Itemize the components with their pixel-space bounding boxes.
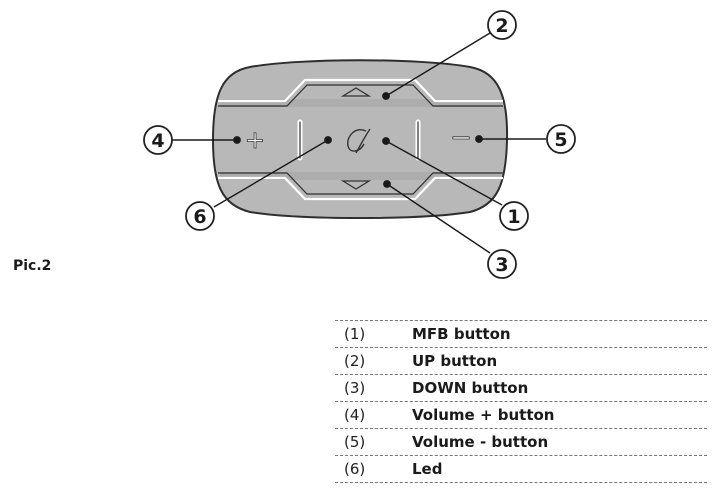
- legend-label: Volume - button: [412, 433, 549, 451]
- volume-plus-glyph: +: [245, 126, 265, 154]
- svg-text:2: 2: [495, 15, 508, 37]
- callout-5: 5: [546, 124, 576, 154]
- legend-row: (5) Volume - button: [335, 428, 707, 455]
- legend-number: (6): [344, 460, 366, 478]
- legend-label: UP button: [412, 352, 498, 370]
- legend-row: (1) MFB button: [335, 320, 707, 347]
- device-body: [211, 59, 509, 219]
- callout-3: 3: [487, 249, 517, 279]
- legend-number: (3): [344, 379, 366, 397]
- svg-text:3: 3: [495, 254, 508, 276]
- callout-1: 1: [499, 201, 529, 231]
- legend-label: MFB button: [412, 325, 511, 343]
- legend-number: (2): [344, 352, 366, 370]
- legend-row: (2) UP button: [335, 347, 707, 374]
- legend-number: (1): [344, 325, 366, 343]
- legend-number: (4): [344, 406, 366, 424]
- legend-number: (5): [344, 433, 366, 451]
- svg-text:6: 6: [193, 206, 206, 228]
- legend-label: Led: [412, 460, 443, 478]
- device-diagram: + − 1 2 3 4 5 6: [143, 10, 576, 279]
- legend-label: Volume + button: [412, 406, 555, 424]
- volume-minus-glyph: −: [450, 123, 472, 153]
- legend-table: (1) MFB button (2) UP button (3) DOWN bu…: [335, 320, 707, 483]
- leader-lines: [172, 32, 546, 254]
- legend-row: (4) Volume + button: [335, 401, 707, 428]
- svg-text:5: 5: [554, 129, 567, 151]
- legend-row: (3) DOWN button: [335, 374, 707, 401]
- legend-label: DOWN button: [412, 379, 529, 397]
- svg-text:4: 4: [151, 130, 164, 152]
- legend-row: (6) Led: [335, 455, 707, 483]
- up-triangle-icon: [340, 87, 372, 97]
- svg-text:1: 1: [507, 206, 520, 228]
- callout-6: 6: [185, 201, 215, 231]
- down-triangle-icon: [340, 180, 372, 190]
- figure-caption: Pic.2: [13, 258, 52, 274]
- callout-4: 4: [143, 125, 173, 155]
- callout-2: 2: [487, 10, 517, 40]
- cellularline-logo-icon: [347, 128, 371, 154]
